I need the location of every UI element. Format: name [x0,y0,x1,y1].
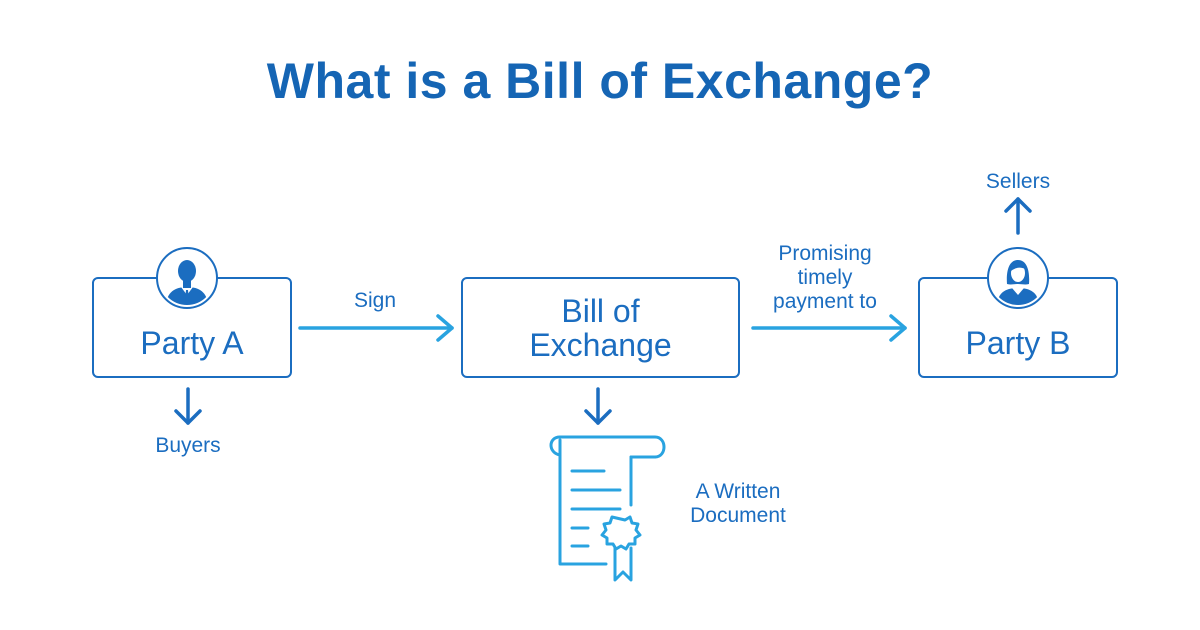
certificate-scroll-icon [549,435,666,582]
party-a-box: Party A [92,277,292,378]
male-user-icon [156,247,218,309]
party-a-label: Party A [140,324,244,361]
sellers-arrow [1004,197,1032,235]
buyers-label: Buyers [155,434,221,457]
document-arrow [584,387,612,425]
bill-of-exchange-box: Bill of Exchange [461,277,740,378]
buyers-arrow [174,387,202,425]
female-user-icon [987,247,1049,309]
sellers-label: Sellers [985,170,1051,193]
sign-label: Sign [353,289,397,312]
bill-of-exchange-label: Bill of Exchange [529,292,672,363]
sign-arrow [298,314,454,342]
written-document-label: A Written Document [690,480,786,527]
promise-label: Promising timely payment to [773,242,877,313]
party-b-label: Party B [965,324,1071,361]
page-title: What is a Bill of Exchange? [266,53,934,109]
promise-arrow [751,314,907,342]
